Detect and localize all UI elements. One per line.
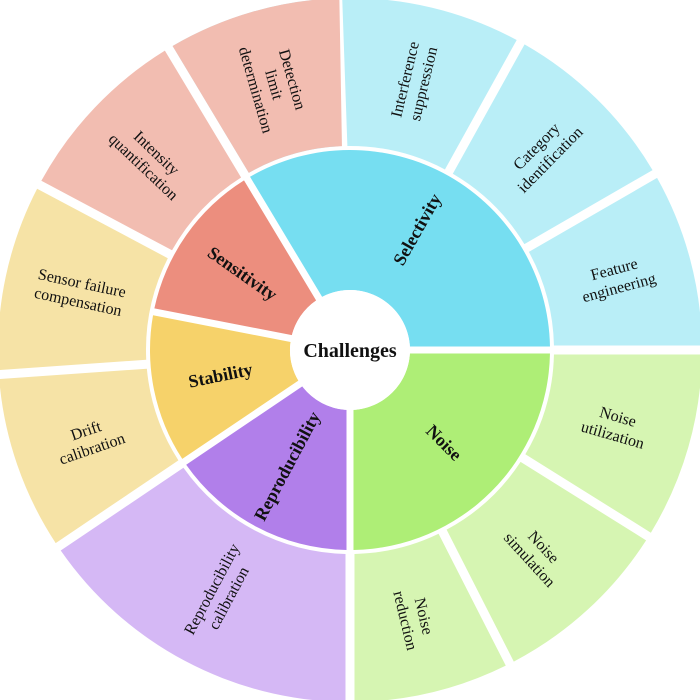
outer-sector-category-identification: [452, 44, 653, 245]
inner-sector-reproducibility: [186, 386, 347, 550]
center-circle: [290, 290, 410, 410]
outer-sector-interference-suppression: [342, 0, 517, 170]
outer-sector-sensor-failure-compensation: [0, 188, 168, 370]
inner-sector-noise: [353, 353, 550, 550]
outer-sector-reproducibility-calibration: [60, 467, 346, 700]
outer-sector-noise-utilization: [525, 354, 700, 533]
outer-sector-noise-reduction: [354, 533, 506, 700]
outer-label-feature-engineering: Featureengineering: [576, 252, 658, 306]
inner-sector-sensitivity: [154, 180, 317, 336]
center-label: Challenges: [303, 340, 397, 362]
outer-sector-intensity-quantification: [41, 50, 242, 251]
inner-ring: SelectivityNoiseReproducibilityStability…: [150, 150, 550, 550]
inner-sector-stability: [150, 315, 299, 459]
inner-sector-selectivity: [250, 150, 550, 347]
outer-sector-noise-simulation: [446, 461, 647, 662]
center-hub: Challenges: [290, 290, 410, 410]
outer-sector-drift-calibration: [0, 368, 179, 544]
outer-sector-detection-limit-determination: [172, 0, 342, 173]
outer-sector-feature-engineering: [528, 177, 700, 346]
